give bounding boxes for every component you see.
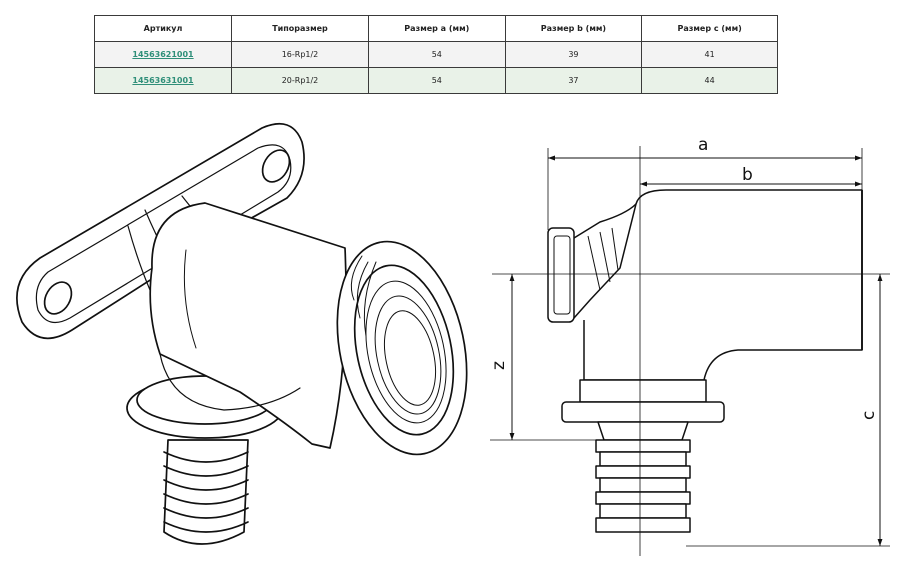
cell-b: 39 bbox=[504, 41, 643, 68]
dim-label-a: a bbox=[698, 135, 708, 155]
side-view-fitting bbox=[490, 146, 890, 556]
elbow-outline bbox=[583, 189, 863, 381]
article-link[interactable]: 14563631001 bbox=[132, 76, 194, 85]
rib-line bbox=[599, 231, 611, 283]
side-barbs bbox=[595, 421, 691, 533]
plate-rib bbox=[573, 203, 637, 319]
rib-line bbox=[611, 227, 619, 271]
dim-label-b: b bbox=[742, 165, 753, 185]
header-dim-c: Размер c (мм) bbox=[641, 15, 778, 42]
spec-table: Артикул Типоразмер Размер а (мм) Размер … bbox=[93, 15, 778, 94]
article-link[interactable]: 14563621001 bbox=[132, 50, 194, 59]
cell-b: 37 bbox=[504, 67, 643, 94]
cell-c: 44 bbox=[641, 67, 778, 94]
wall-plate-inner bbox=[553, 235, 571, 315]
barbed-insert bbox=[163, 439, 249, 545]
cell-size: 20-Rp1/2 bbox=[231, 67, 369, 94]
dimension-labels: a b z c bbox=[489, 135, 879, 420]
header-article: Артикул bbox=[93, 15, 233, 42]
cell-article: 14563631001 bbox=[93, 67, 233, 94]
threaded-outlet bbox=[336, 240, 468, 456]
table-row: 14563621001 16-Rp1/2 54 39 41 bbox=[93, 41, 778, 68]
isometric-fitting-view bbox=[16, 123, 468, 545]
dim-label-c: c bbox=[859, 411, 879, 420]
rib-line bbox=[587, 235, 601, 291]
header-size: Типоразмер bbox=[231, 15, 369, 42]
header-dim-b: Размер b (мм) bbox=[504, 15, 643, 42]
elbow-body bbox=[149, 202, 347, 449]
cell-size: 16-Rp1/2 bbox=[231, 41, 369, 68]
cell-a: 54 bbox=[367, 41, 506, 68]
dim-label-z: z bbox=[489, 361, 509, 370]
table-header-row: Артикул Типоразмер Размер а (мм) Размер … bbox=[93, 15, 778, 42]
cell-article: 14563621001 bbox=[93, 41, 233, 68]
header-dim-a: Размер а (мм) bbox=[367, 15, 506, 42]
flange bbox=[561, 401, 725, 423]
table-row: 14563631001 20-Rp1/2 54 37 44 bbox=[93, 67, 778, 94]
cell-a: 54 bbox=[367, 67, 506, 94]
cell-c: 41 bbox=[641, 41, 778, 68]
collar bbox=[579, 379, 707, 403]
fitting-drawing: a b z c bbox=[16, 123, 890, 556]
